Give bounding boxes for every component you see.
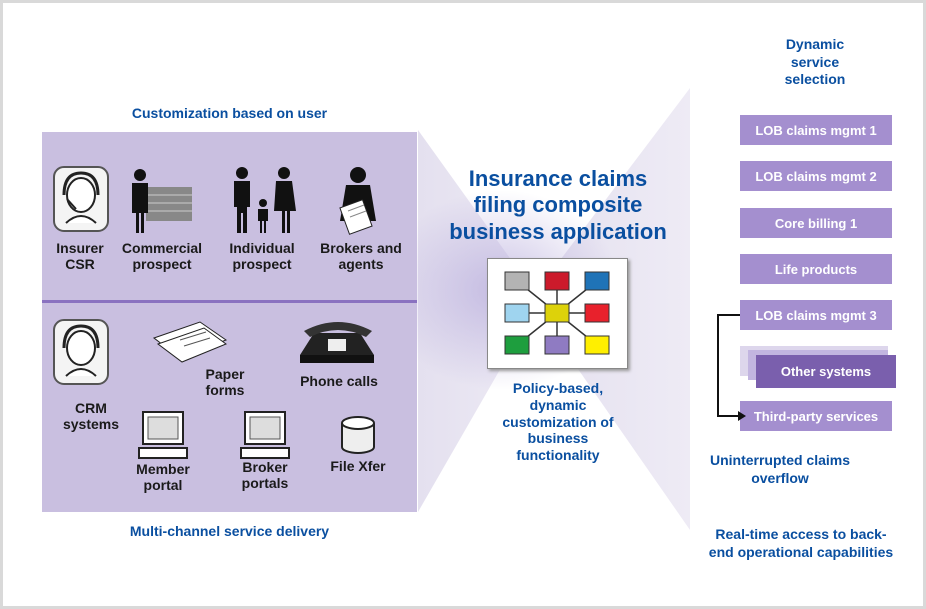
application-subtitle: Policy-based, dynamic customization of b… (502, 380, 614, 464)
broker-portal-computer-icon (240, 411, 290, 459)
member-portal-computer-icon (138, 411, 188, 459)
family-icon (234, 167, 296, 233)
telephone-icon (300, 322, 374, 363)
panel-divider (42, 300, 417, 303)
user-label-insurer-csr: Insurer CSR (56, 240, 104, 273)
channel-label-file-xfer: File Xfer (330, 458, 386, 474)
channel-label-broker-portals: Broker portals (241, 459, 289, 492)
channel-label-phone-calls: Phone calls (300, 373, 378, 389)
commercial-prospect-icon (132, 169, 192, 233)
service-third-party: Third-party services (740, 401, 892, 431)
user-label-commercial-prospect: Commercial prospect (121, 240, 203, 273)
service-core-billing: Core billing 1 (740, 208, 892, 238)
database-icon (341, 416, 375, 454)
network-node (504, 303, 530, 323)
network-node (584, 271, 610, 291)
other-systems-box: Other systems (756, 355, 896, 388)
network-node (504, 335, 530, 355)
network-node (544, 335, 570, 355)
network-node (584, 303, 610, 323)
user-label-brokers-agents: Brokers and agents (320, 240, 402, 273)
paper-forms-icon (152, 321, 228, 363)
user-customization-heading: Customization based on user (131, 105, 328, 121)
headset-agent-icon (53, 166, 109, 232)
service-life-products: Life products (740, 254, 892, 284)
service-lob-claims-3: LOB claims mgmt 3 (740, 300, 892, 330)
crm-headset-icon (53, 319, 109, 385)
overflow-arrow (717, 314, 746, 421)
user-label-individual-prospect: Individual prospect (229, 240, 295, 273)
channel-label-paper-forms: Paper forms (205, 366, 245, 399)
channel-label-member-portal: Member portal (136, 461, 190, 494)
service-delivery-heading: Multi-channel service delivery (129, 523, 330, 539)
realtime-access-label: Real-time access to back-end operational… (708, 526, 894, 560)
service-lob-claims-1: LOB claims mgmt 1 (740, 115, 892, 145)
network-node (544, 271, 570, 291)
network-node (544, 303, 570, 323)
dynamic-service-heading: Dynamic service selection (784, 36, 846, 87)
overflow-label: Uninterrupted claims overflow (709, 452, 851, 486)
broker-agent-icon (339, 167, 376, 235)
network-node (584, 335, 610, 355)
network-node (504, 271, 530, 291)
application-title: Insurance claims filing composite busine… (449, 166, 667, 244)
service-network-icon (504, 271, 610, 355)
channel-label-crm: CRM systems (62, 400, 120, 433)
service-lob-claims-2: LOB claims mgmt 2 (740, 161, 892, 191)
